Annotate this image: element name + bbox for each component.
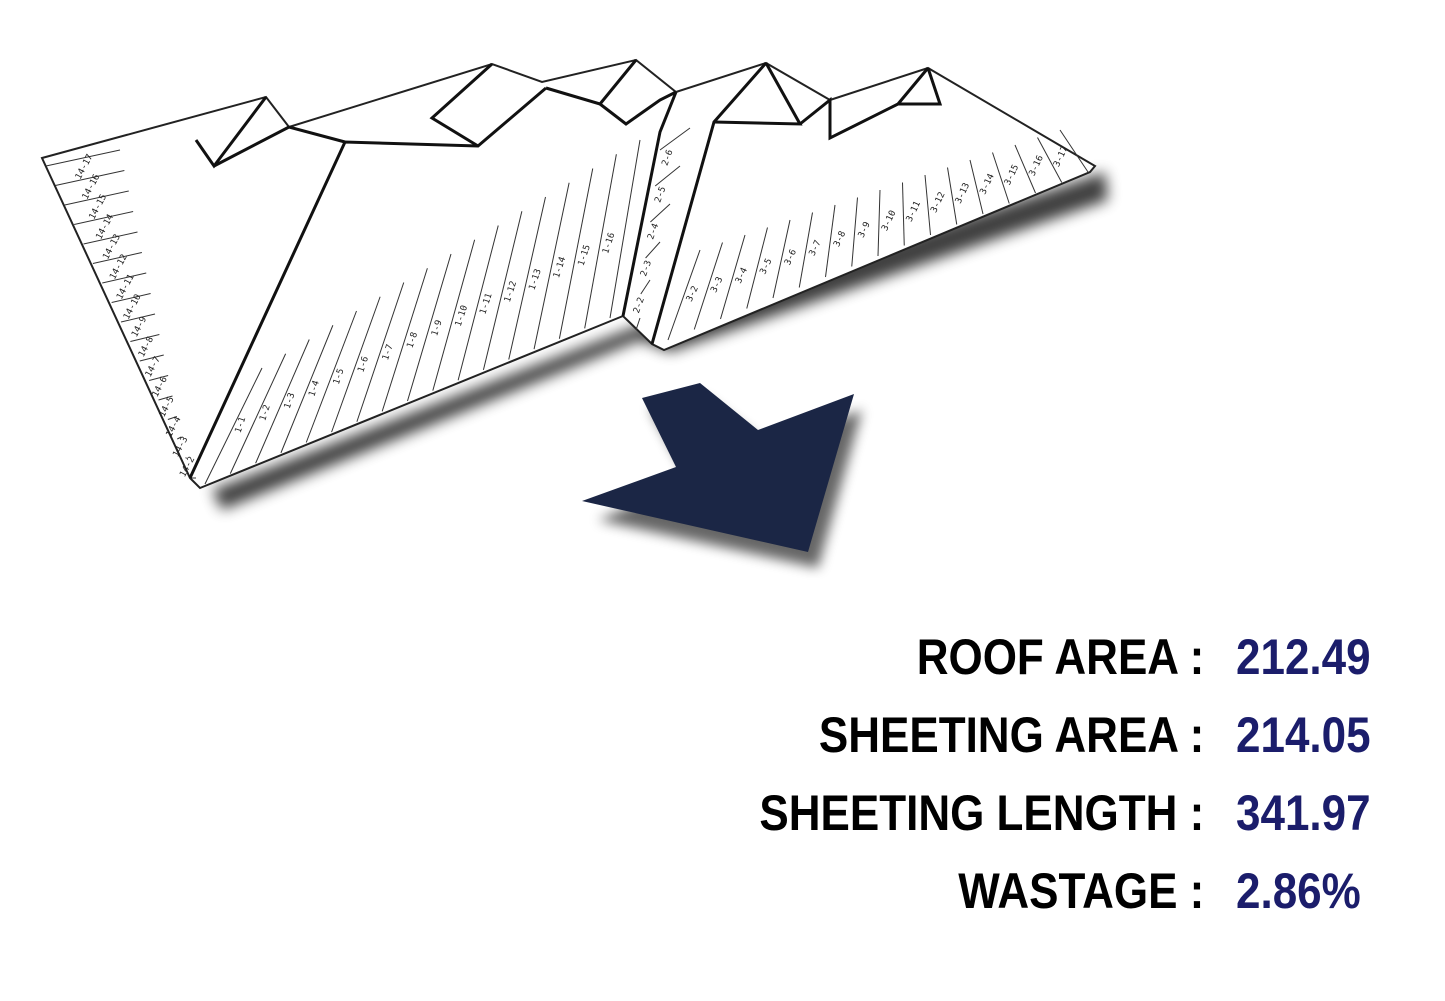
sheet-line — [432, 239, 476, 391]
sheet-line — [356, 282, 405, 422]
sheet-label: 1-9 — [430, 319, 445, 338]
sheet-line — [667, 249, 701, 341]
sheet-line — [851, 197, 858, 267]
sheet-line — [83, 231, 138, 245]
sheet-line — [102, 272, 147, 284]
sheet-line — [1014, 144, 1036, 194]
roof-hips-ridges — [188, 59, 943, 479]
sheet-line — [650, 203, 671, 223]
sheet-label: 1-3 — [283, 392, 298, 411]
sheet-line — [305, 310, 357, 443]
sheeting-length-value: 341.97 — [1236, 785, 1371, 841]
roof-area-row: ROOF AREA : 212.49 — [640, 618, 1400, 696]
sheet-line — [255, 339, 310, 464]
sheet-line — [654, 165, 681, 187]
roof-area-value: 212.49 — [1236, 629, 1371, 685]
sheet-line — [584, 154, 617, 329]
sheeting-area-label: SHEETING AREA : — [818, 707, 1205, 763]
sheet-line — [693, 242, 723, 330]
sheet-line — [877, 189, 881, 257]
sheet-line — [92, 252, 142, 264]
sheet-line — [635, 317, 641, 331]
roof-outline — [40, 58, 1097, 490]
sheet-line — [772, 219, 791, 299]
sheet-label: 1-7 — [381, 343, 396, 362]
sheet-line — [331, 296, 381, 433]
sheet-line — [381, 268, 428, 412]
sheet-line — [902, 182, 905, 246]
sheet-line — [158, 395, 173, 401]
sheet-line — [74, 211, 134, 225]
results-panel: ROOF AREA : 212.49 SHEETING AREA : 214.0… — [640, 618, 1400, 930]
sheet-line — [148, 375, 169, 381]
sheet-line — [924, 174, 931, 236]
sheet-line — [825, 204, 836, 278]
sheet-line — [55, 170, 125, 186]
wastage-row: WASTAGE : 2.86% — [640, 852, 1400, 930]
sheet-line — [120, 313, 156, 323]
sheet-line — [280, 325, 334, 454]
sheet-line — [64, 190, 129, 206]
sheet-label: 1-8 — [406, 331, 421, 350]
sheeting-area-value: 214.05 — [1236, 707, 1371, 763]
sheet-line — [139, 354, 164, 362]
sheet-line — [746, 227, 768, 309]
sheet-line — [1059, 129, 1089, 173]
sheet-line — [533, 182, 570, 350]
sheet-line — [947, 167, 958, 225]
sheet-line — [167, 416, 178, 420]
sheet-line — [130, 334, 160, 342]
sheet-label: 1-2 — [258, 404, 273, 423]
sheeting-length-label: SHEETING LENGTH : — [759, 785, 1205, 841]
sheet-line — [720, 234, 746, 320]
sheet-line — [185, 457, 187, 459]
wastage-value: 2.86% — [1236, 863, 1361, 919]
sheet-label: 1-5 — [332, 367, 347, 386]
sheet-lines — [45, 127, 1089, 485]
sheet-line — [177, 436, 182, 440]
sheeting-area-row: SHEETING AREA : 214.05 — [640, 696, 1400, 774]
sheet-line — [407, 253, 452, 402]
sheet-line — [204, 367, 263, 485]
sheet-line — [457, 225, 499, 381]
sheet-line — [969, 159, 984, 215]
sheet-label: 1-6 — [357, 355, 372, 374]
sheet-line — [482, 211, 523, 370]
wastage-label: WASTAGE : — [958, 863, 1205, 919]
sheet-line — [111, 293, 151, 303]
sheet-line — [645, 241, 661, 259]
sheet-label: 1-4 — [307, 379, 322, 398]
sheet-line — [45, 149, 121, 167]
sheet-line — [640, 279, 651, 295]
sheet-line — [798, 212, 813, 288]
roof-area-label: ROOF AREA : — [916, 629, 1205, 685]
sheet-line — [609, 139, 641, 319]
sheet-line — [992, 152, 1010, 204]
sheet-line — [229, 353, 287, 474]
sheet-label: 1-1 — [234, 416, 249, 435]
sheet-line — [558, 168, 594, 339]
sheeting-length-row: SHEETING LENGTH : 341.97 — [640, 774, 1400, 852]
sheet-line — [1037, 137, 1063, 183]
sheet-line — [508, 196, 546, 360]
sheet-line — [659, 127, 691, 151]
arrow-down-right-icon — [582, 383, 862, 568]
